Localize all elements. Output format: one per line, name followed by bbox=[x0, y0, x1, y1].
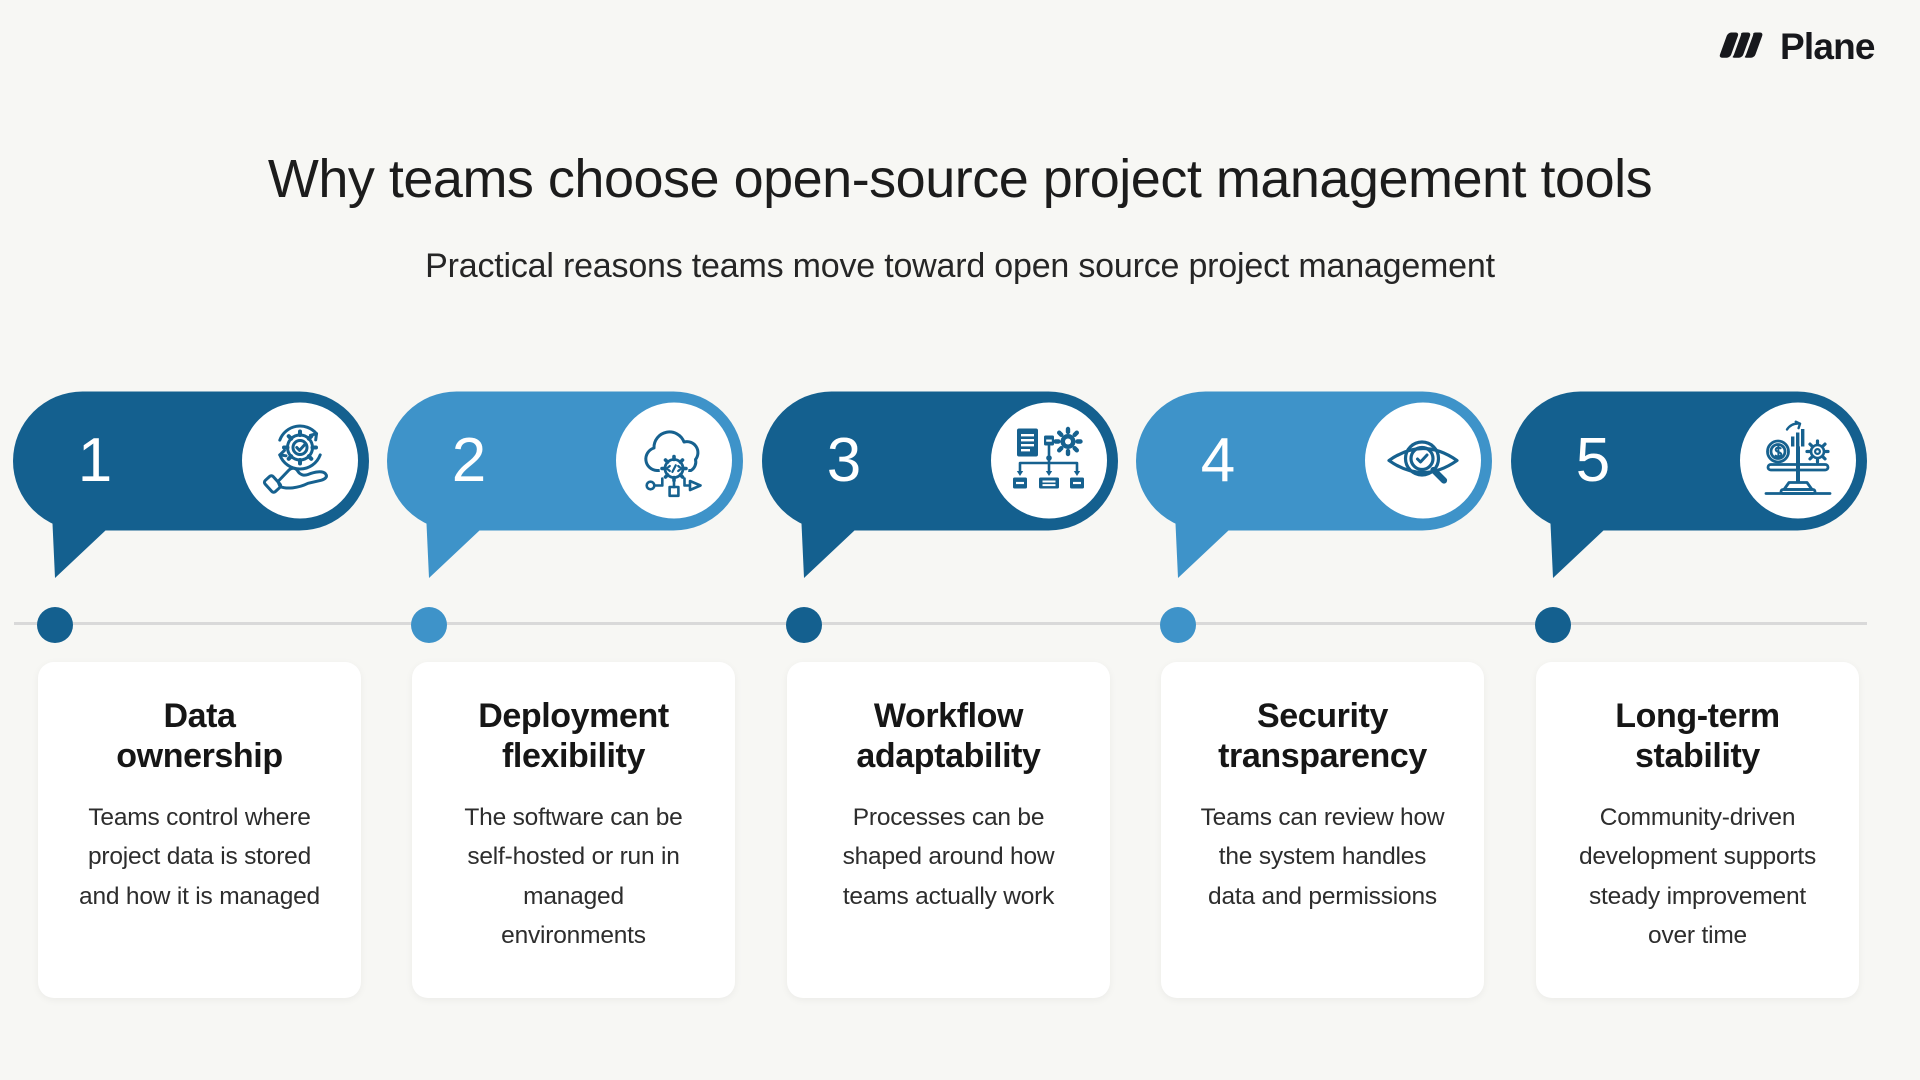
step-2: 2 Deployment flexibility The software ca… bbox=[387, 0, 762, 1080]
step-4-card: Security transparency Teams can review h… bbox=[1161, 662, 1484, 998]
step-1-bubble: 1 bbox=[13, 391, 369, 578]
step-5: 5 Long-term stability Community-driven d… bbox=[1511, 0, 1886, 1080]
page-title: Why teams choose open-source project man… bbox=[267, 149, 1653, 209]
page-subtitle: Practical reasons teams move toward open… bbox=[425, 247, 1495, 285]
step-3-description: Processes can be shaped around how teams… bbox=[842, 804, 1055, 910]
step-2-bubble: 2 bbox=[387, 391, 743, 578]
timeline-line bbox=[14, 622, 1867, 625]
balance-scale-icon bbox=[1764, 420, 1832, 495]
step-5-bubble: 5 bbox=[1511, 391, 1867, 578]
hand-holding-gear-icon bbox=[262, 424, 328, 494]
step-2-number: 2 bbox=[452, 426, 486, 495]
step-4-title: Security transparency bbox=[1218, 697, 1427, 776]
step-1: 1 Data ownership Teams control where pro… bbox=[13, 0, 388, 1080]
step-2-timeline-dot bbox=[411, 607, 447, 643]
step-3-bubble: 3 bbox=[762, 391, 1118, 578]
step-1-timeline-dot bbox=[37, 607, 73, 643]
eye-magnifier-check-icon bbox=[1387, 440, 1459, 484]
step-2-card: Deployment flexibility The software can … bbox=[412, 662, 735, 998]
step-4-description: Teams can review how the system handles … bbox=[1200, 804, 1445, 910]
brand-name: Plane bbox=[1780, 26, 1876, 67]
step-5-number: 5 bbox=[1576, 426, 1610, 495]
step-3-title: Workflow adaptability bbox=[856, 697, 1041, 776]
step-1-number: 1 bbox=[78, 426, 112, 495]
step-3-number: 3 bbox=[827, 426, 861, 495]
workflow-diagram-icon bbox=[1013, 426, 1084, 489]
step-5-title: Long-term stability bbox=[1615, 697, 1780, 776]
step-4-timeline-dot bbox=[1160, 607, 1196, 643]
step-1-card: Data ownership Teams control where proje… bbox=[38, 662, 361, 998]
cloud-code-deployment-icon bbox=[644, 430, 702, 498]
step-3: 3 Workflow adaptability Processes can be… bbox=[762, 0, 1137, 1080]
step-5-description: Community-driven development supports st… bbox=[1578, 804, 1817, 949]
step-3-card: Workflow adaptability Processes can be s… bbox=[787, 662, 1110, 998]
step-1-title: Data ownership bbox=[116, 697, 283, 776]
step-1-description: Teams control where project data is stor… bbox=[79, 804, 320, 910]
plane-logo: Plane bbox=[1714, 26, 1876, 68]
step-2-title: Deployment flexibility bbox=[478, 697, 669, 776]
step-4: 4 Security transparency Teams can review… bbox=[1136, 0, 1511, 1080]
step-5-card: Long-term stability Community-driven dev… bbox=[1536, 662, 1859, 998]
step-3-timeline-dot bbox=[786, 607, 822, 643]
step-4-bubble: 4 bbox=[1136, 391, 1492, 578]
plane-logo-icon bbox=[1716, 29, 1766, 61]
step-5-timeline-dot bbox=[1535, 607, 1571, 643]
step-4-number: 4 bbox=[1201, 426, 1235, 495]
step-2-description: The software can be self-hosted or run i… bbox=[464, 804, 683, 949]
